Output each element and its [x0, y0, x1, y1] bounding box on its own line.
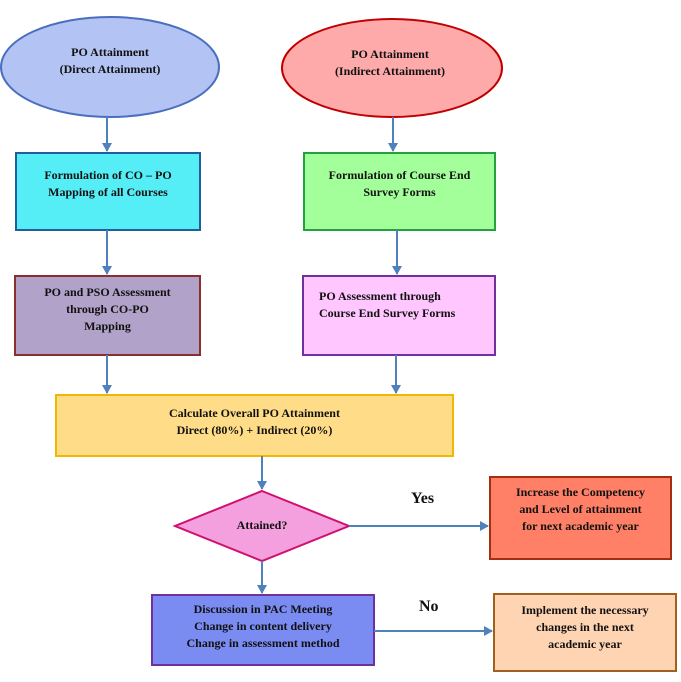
no-label: No — [419, 598, 439, 615]
po-direct-line-1: PO Attainment — [71, 45, 149, 59]
co-po-mapping-node: Formulation of CO – PO Mapping of all Co… — [18, 155, 198, 212]
implement-box — [493, 593, 677, 672]
calculate-box — [55, 394, 454, 457]
course-end-survey-node: Formulation of Course End Survey Forms — [306, 155, 493, 212]
pso-assessment-line-3: Mapping — [84, 318, 131, 333]
increase-node: Increase the Competency and Level of att… — [496, 482, 665, 536]
po-survey-assessment-line-1: PO Assessment through — [319, 289, 441, 303]
co-po-mapping-line-2: Mapping of all Courses — [48, 184, 168, 199]
po-indirect-line-2: (Indirect Attainment) — [334, 64, 446, 78]
po-indirect-node: PO Attainment (Indirect Attainment) — [300, 40, 480, 86]
course-end-survey-box — [303, 152, 496, 231]
increase-line-1: Increase the Competency — [515, 484, 646, 499]
po-direct-ellipse — [0, 16, 220, 118]
discussion-node: Discussion in PAC Meeting Change in cont… — [154, 599, 372, 653]
increase-line-3: for next academic year — [522, 518, 639, 533]
increase-line-2: and Level of attainment — [519, 501, 642, 516]
implement-node: Implement the necessary changes in the n… — [496, 600, 674, 654]
calculate-line-2: Direct (80%) + Indirect (20%) — [176, 423, 333, 437]
discussion-line-3: Change in assessment method — [186, 635, 340, 650]
pso-assessment-line-1: PO and PSO Assessment — [44, 284, 171, 299]
calculate-node: Calculate Overall PO Attainment Direct (… — [58, 402, 451, 442]
po-direct-line-2: (Direct Attainment) — [59, 62, 161, 76]
discussion-line-2: Change in content delivery — [194, 618, 332, 633]
implement-line-2: changes in the next — [536, 619, 634, 634]
po-survey-assessment-node: PO Assessment through Course End Survey … — [305, 284, 493, 326]
course-end-survey-line-2: Survey Forms — [363, 184, 436, 199]
pso-assessment-box — [14, 275, 201, 356]
po-survey-assessment-box — [302, 275, 496, 356]
discussion-line-1: Discussion in PAC Meeting — [193, 601, 333, 616]
pso-assessment-node: PO and PSO Assessment through CO-PO Mapp… — [17, 280, 198, 338]
attained-label: Attained? — [236, 518, 288, 532]
implement-line-1: Implement the necessary — [521, 602, 649, 617]
co-po-mapping-line-1: Formulation of CO – PO — [44, 167, 172, 182]
discussion-box — [151, 594, 375, 666]
po-survey-assessment-line-2: Course End Survey Forms — [319, 306, 456, 320]
pso-assessment-line-2: through CO-PO — [66, 301, 149, 316]
implement-line-3: academic year — [548, 636, 622, 651]
increase-box — [489, 476, 672, 560]
yes-label: Yes — [411, 490, 435, 507]
calculate-line-1: Calculate Overall PO Attainment — [169, 406, 340, 420]
course-end-survey-line-1: Formulation of Course End — [328, 167, 471, 182]
po-direct-node: PO Attainment (Direct Attainment) — [20, 38, 200, 84]
po-indirect-line-1: PO Attainment — [351, 47, 429, 61]
